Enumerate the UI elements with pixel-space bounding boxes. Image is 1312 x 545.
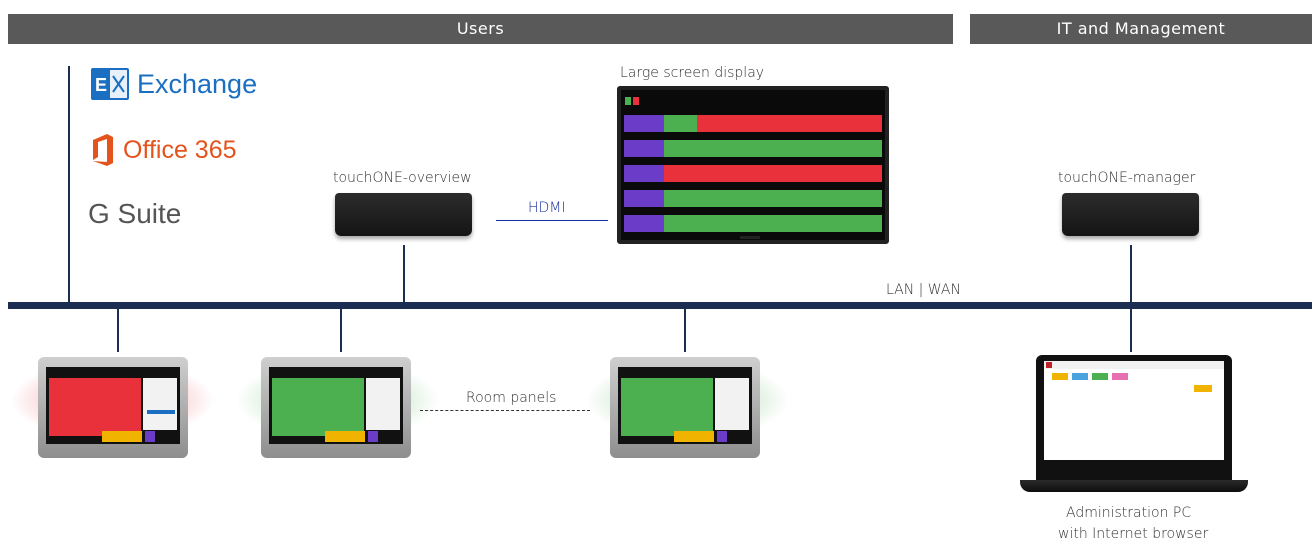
tv-row-4 xyxy=(624,190,882,207)
room-panel-menu-button xyxy=(145,431,155,442)
tv-row-3 xyxy=(624,165,882,182)
exchange-label: Exchange xyxy=(137,68,258,99)
room-panel-menu-button xyxy=(717,431,727,442)
admin-pc-save-button xyxy=(1194,385,1212,392)
gsuite-label: G Suite xyxy=(88,198,182,229)
svg-text:E: E xyxy=(95,75,107,95)
admin-pc-topbar xyxy=(1044,361,1224,369)
room-panel-button xyxy=(325,431,365,442)
lan-wan-label: LAN | WAN xyxy=(886,282,961,298)
panel3-connector-line xyxy=(684,309,686,352)
tv-status-green xyxy=(625,97,631,105)
admin-pc-connector-line xyxy=(1130,309,1132,352)
room-panel-free-1 xyxy=(261,357,411,458)
schedule-booking xyxy=(147,410,175,414)
tv-row-room xyxy=(624,140,664,157)
admin-pc-tab xyxy=(1072,373,1088,380)
room-panel-button xyxy=(102,431,142,442)
panel2-connector-line xyxy=(340,309,342,352)
manager-connector-line xyxy=(1130,245,1132,302)
office365-logo: Office 365 xyxy=(91,134,237,166)
room-panel-screen xyxy=(46,367,180,444)
tv-row-status xyxy=(664,215,882,232)
admin-pc-base xyxy=(1020,480,1248,492)
admin-pc-label-line2: with Internet browser xyxy=(1058,526,1209,542)
cloud-connector-line xyxy=(68,66,70,302)
large-screen-label: Large screen display xyxy=(620,65,765,81)
panel1-connector-line xyxy=(117,309,119,352)
large-screen-display xyxy=(617,86,889,244)
admin-pc-logo xyxy=(1046,362,1052,368)
room-panel-button xyxy=(674,431,714,442)
admin-pc-tab xyxy=(1092,373,1108,380)
room-panel-schedule xyxy=(143,378,177,430)
users-header: Users xyxy=(8,14,953,44)
room-panel-schedule xyxy=(715,378,749,430)
tv-row-status xyxy=(664,140,882,157)
admin-pc-tab xyxy=(1112,373,1128,380)
tv-row-room xyxy=(624,215,664,232)
room-panel-schedule xyxy=(366,378,400,430)
lan-wan-bus xyxy=(8,302,1312,309)
tv-row-room xyxy=(624,165,664,182)
tv-row-booking xyxy=(664,165,882,182)
admin-pc-label-line1: Administration PC xyxy=(1066,505,1192,521)
tv-row-1 xyxy=(624,115,882,132)
tv-row-5 xyxy=(624,215,882,232)
tv-row-status xyxy=(664,115,697,132)
room-panel-status-area xyxy=(49,378,141,436)
it-management-header: IT and Management xyxy=(970,14,1312,44)
gsuite-logo: G Suite xyxy=(88,198,181,230)
room-panel-menu-button xyxy=(368,431,378,442)
office365-label: Office 365 xyxy=(123,135,237,164)
exchange-icon: E xyxy=(91,68,129,100)
office365-icon xyxy=(93,134,113,166)
tv-status-red xyxy=(633,97,639,105)
room-panels-dashed-line xyxy=(420,410,590,411)
overview-box xyxy=(335,193,472,236)
admin-pc-tab xyxy=(1052,373,1068,380)
hdmi-line xyxy=(496,220,608,221)
manager-label: touchONE-manager xyxy=(1058,170,1196,186)
room-panel-screen xyxy=(618,367,752,444)
room-panels-label: Room panels xyxy=(466,390,557,406)
tv-row-booking xyxy=(697,115,882,132)
overview-label: touchONE-overview xyxy=(333,170,472,186)
room-panel-busy xyxy=(38,357,188,458)
room-panel-status-area xyxy=(621,378,713,436)
tv-row-status xyxy=(664,190,882,207)
overview-connector-line xyxy=(403,245,405,302)
admin-pc-laptop xyxy=(1036,355,1232,480)
exchange-logo: E Exchange xyxy=(91,68,257,100)
tv-row-2 xyxy=(624,140,882,157)
room-panel-status-area xyxy=(272,378,364,436)
hdmi-label: HDMI xyxy=(528,200,566,216)
tv-row-room xyxy=(624,115,664,132)
room-panel-screen xyxy=(269,367,403,444)
manager-box xyxy=(1062,193,1199,236)
tv-row-room xyxy=(624,190,664,207)
room-panel-free-2 xyxy=(610,357,760,458)
admin-pc-screen xyxy=(1044,361,1224,460)
tv-stand xyxy=(740,236,760,239)
